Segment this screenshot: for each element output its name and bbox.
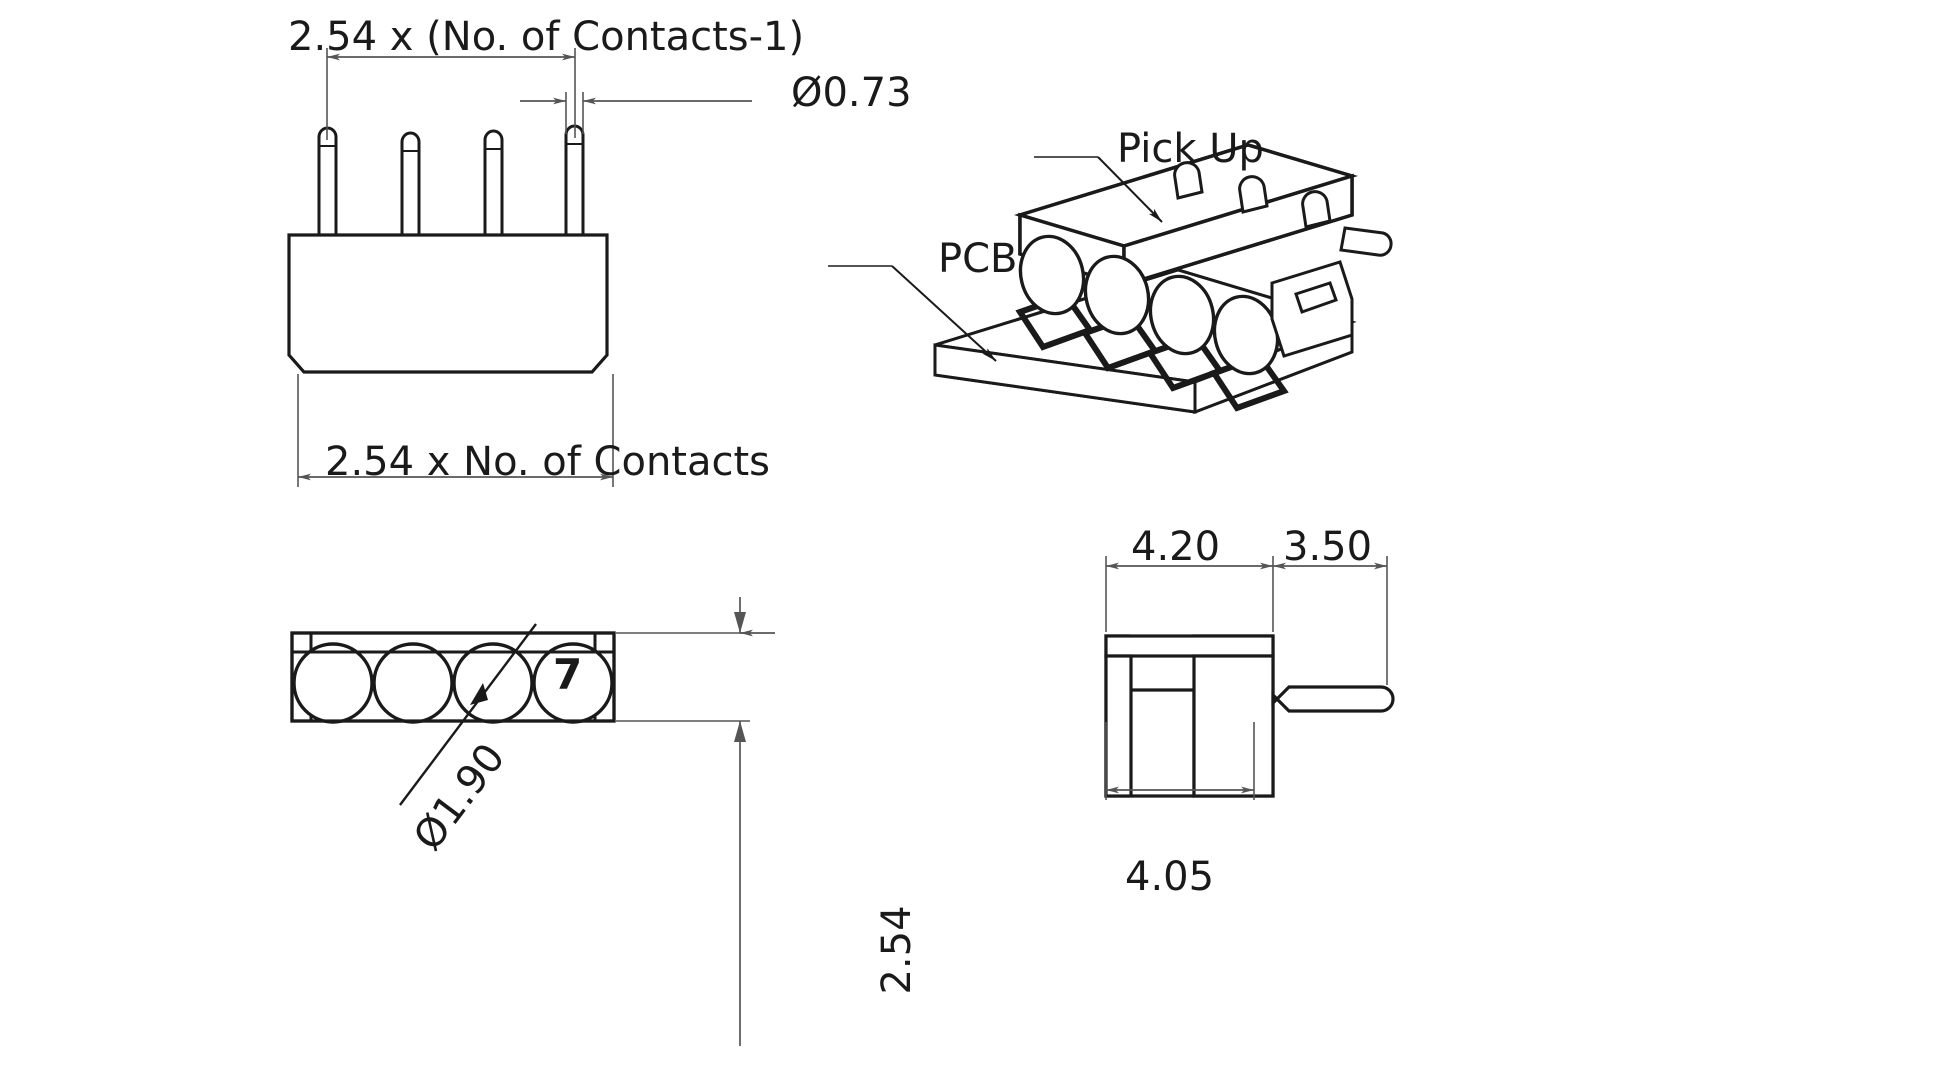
bottom-view-group xyxy=(290,597,775,1046)
bottom-view-marker-label: 7 xyxy=(553,650,582,699)
bottom-view-contact-1 xyxy=(292,642,374,724)
dim-label-pin-diameter: Ø0.73 xyxy=(791,70,912,116)
side-view-tail-pin xyxy=(1271,685,1395,713)
side-view-right-block xyxy=(1192,654,1275,798)
front-view-body xyxy=(287,233,609,374)
leader-pick-up-arrow xyxy=(1097,156,1163,223)
front-view-pin-2 xyxy=(400,131,421,235)
front-view-group xyxy=(287,48,752,487)
iso-tail-pin xyxy=(1339,226,1393,257)
dim-label-tail-length: 3.50 xyxy=(1283,524,1372,570)
isometric-view-group xyxy=(828,143,1393,415)
front-view-pin-4 xyxy=(564,124,585,235)
dim-label-body-depth: 4.20 xyxy=(1131,524,1220,570)
dim-label-hole-diameter: Ø1.90 xyxy=(405,735,514,859)
iso-top-pin-stubs xyxy=(1173,161,1332,229)
bottom-view-contact-2 xyxy=(372,642,454,724)
dim-label-pitch-span: 2.54 x (No. of Contacts-1) xyxy=(288,14,804,60)
side-view-top-flange xyxy=(1104,634,1275,658)
iso-end-detail xyxy=(1294,281,1338,314)
side-view-left-leg xyxy=(1104,654,1133,798)
callout-label-pcb: PCB xyxy=(938,236,1018,282)
dim-label-body-length: 2.54 x No. of Contacts xyxy=(325,439,770,485)
callout-label-pick-up: Pick Up xyxy=(1117,126,1264,172)
side-view-group xyxy=(1104,556,1395,800)
dim-label-body-height: 4.05 xyxy=(1125,854,1214,900)
dim-label-row-height: 2.54 xyxy=(874,905,920,994)
leader-pcb-arrow xyxy=(891,265,997,362)
leader-hole-diameter-arrow xyxy=(470,683,488,705)
leader-hole-diameter xyxy=(399,623,537,806)
front-view-pin-1 xyxy=(317,126,338,235)
front-view-pin-3 xyxy=(483,129,504,235)
